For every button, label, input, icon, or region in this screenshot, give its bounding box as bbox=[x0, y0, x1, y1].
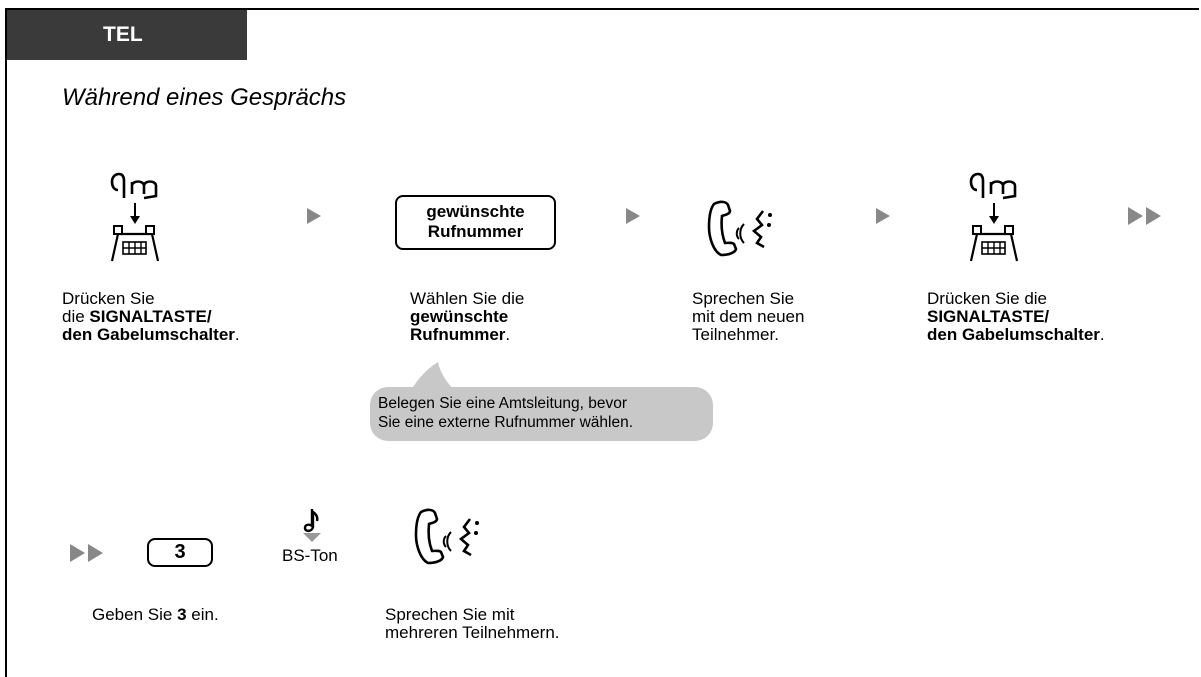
hookflash-icon bbox=[969, 172, 1019, 262]
arrow-icon bbox=[876, 208, 890, 224]
step1-text: Drücken Sie die SIGNALTASTE/ den Gabelum… bbox=[62, 289, 240, 344]
step2-text: Wählen Sie die gewünschte Rufnummer. bbox=[410, 289, 525, 344]
arrow-icon bbox=[626, 208, 640, 224]
note-bubble: Belegen Sie eine Amtsleitung, bevor Sie … bbox=[370, 387, 713, 441]
step5-text: Geben Sie 3 ein. bbox=[92, 605, 219, 624]
step6-text: Sprechen Sie mit mehreren Teilnehmern. bbox=[385, 605, 560, 642]
handset-talking-icon bbox=[414, 508, 479, 565]
step4-text: Drücken Sie die SIGNALTASTE/ den Gabelum… bbox=[927, 289, 1105, 344]
tone-label: BS-Ton bbox=[282, 546, 338, 565]
double-arrow-icon bbox=[1128, 207, 1161, 225]
key-line-2: Rufnummer bbox=[427, 222, 524, 241]
note-bubble-tail bbox=[410, 362, 456, 392]
confirmation-tone-icon bbox=[303, 509, 321, 542]
key-line-1: gewünschte bbox=[426, 202, 525, 221]
double-arrow-icon bbox=[70, 544, 103, 562]
section-tab: TEL bbox=[7, 10, 247, 60]
arrow-icon bbox=[307, 208, 321, 224]
key-3-box: 3 bbox=[147, 538, 213, 567]
number-key-box: gewünschte Rufnummer bbox=[395, 195, 556, 250]
section-heading: Während eines Gesprächs bbox=[62, 84, 347, 111]
hookflash-icon bbox=[110, 172, 160, 262]
handset-talking-icon bbox=[707, 200, 772, 257]
step3-text: Sprechen Sie mit dem neuen Teilnehmer. bbox=[692, 289, 805, 344]
page-frame bbox=[5, 8, 1199, 677]
